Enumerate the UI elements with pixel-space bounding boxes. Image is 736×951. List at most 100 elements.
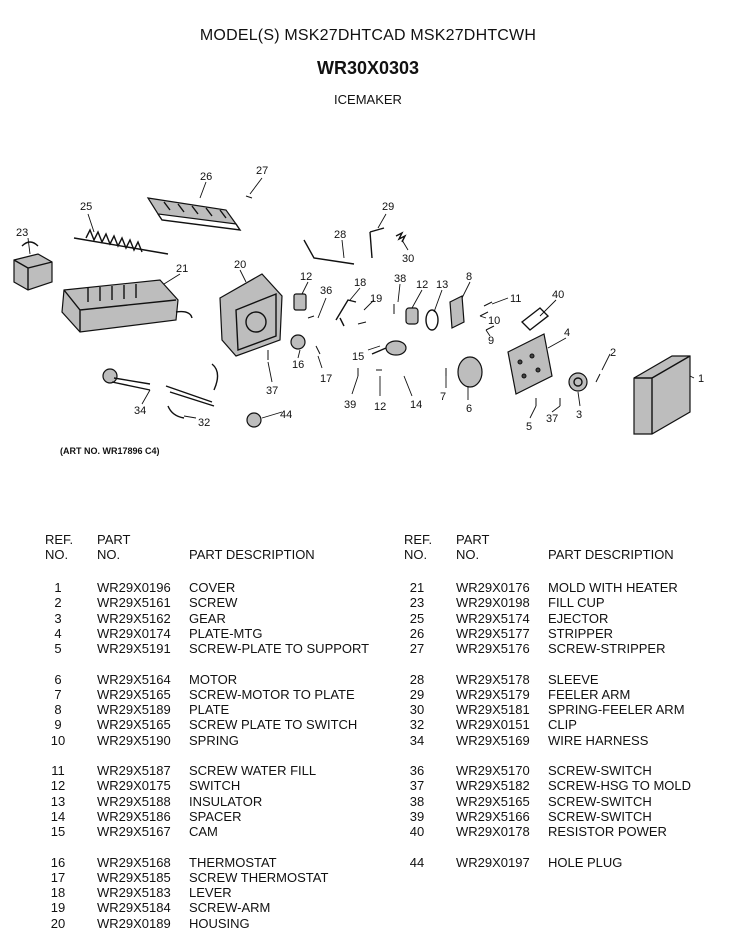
part-number: WR29X5190: [97, 732, 171, 748]
description-header: PART DESCRIPTION: [548, 547, 674, 562]
ref-number: 10: [50, 732, 66, 748]
part-sleeve: [303, 239, 355, 265]
part-number: WR29X5183: [97, 885, 171, 901]
ref-number: 27: [409, 641, 425, 657]
part-plate: [449, 295, 465, 329]
callout-12-c: 12: [374, 401, 386, 413]
callout-44: 44: [280, 409, 292, 421]
part-description: PLATE: [189, 702, 230, 718]
callout-28: 28: [334, 229, 346, 241]
description-header: PART DESCRIPTION: [189, 547, 315, 562]
part-description: SCREW WATER FILL: [189, 763, 317, 778]
ref-number: 11: [51, 763, 65, 778]
ref-number: 3: [54, 610, 62, 626]
part-description: SCREW-STRIPPER: [548, 641, 666, 657]
ref-header-line2: NO.: [404, 547, 428, 562]
ref-number: 28: [409, 671, 425, 687]
part-cover: [633, 355, 691, 435]
callout-13: 13: [436, 279, 448, 291]
part-resistor-power: [520, 307, 550, 331]
ref-number: 2: [54, 595, 62, 611]
callout-11: 11: [510, 293, 521, 305]
callout-36: 36: [320, 285, 332, 297]
callout-15: 15: [352, 351, 364, 363]
part-number: WR29X5165: [456, 793, 530, 809]
callout-20: 20: [234, 259, 246, 271]
callout-21: 21: [176, 263, 188, 275]
part-description: WIRE HARNESS: [548, 732, 649, 748]
part-number: WR29X5187: [97, 763, 171, 778]
ref-number: 34: [409, 732, 425, 748]
part-description: SCREW-MOTOR TO PLATE: [189, 686, 355, 702]
part-description: MOLD WITH HEATER: [548, 580, 678, 595]
callout-12-a: 12: [300, 271, 312, 283]
part-number: WR29X5162: [97, 610, 171, 626]
part-header-line1: PART: [97, 532, 131, 547]
part-description: SWITCH: [189, 778, 241, 794]
part-number: WR29X0175: [97, 778, 171, 794]
part-number: WR29X5178: [456, 671, 530, 687]
part-number: WR29X5165: [97, 717, 171, 733]
part-ejector: [73, 228, 169, 255]
part-number: WR29X0197: [456, 854, 530, 870]
part-number: WR29X0151: [456, 717, 530, 733]
part-description: HOUSING: [189, 915, 250, 931]
ref-number: 29: [409, 686, 425, 702]
callout-40: 40: [552, 289, 564, 301]
part-description: SCREW-SWITCH: [548, 763, 652, 778]
part-number: WR29X5170: [456, 763, 530, 778]
callout-25: 25: [80, 201, 92, 213]
ref-number: 39: [409, 808, 425, 824]
callout-26: 26: [200, 171, 212, 183]
ref-number: 14: [50, 808, 66, 824]
ref-number: 21: [409, 580, 425, 595]
callout-37-a: 37: [266, 385, 278, 397]
part-description: HOLE PLUG: [548, 854, 623, 870]
part-number: WR29X5182: [456, 778, 530, 794]
callout-8: 8: [466, 271, 472, 283]
part-spring-feeler-arm: [395, 231, 407, 243]
ref-number: 6: [54, 671, 62, 687]
ref-header-line1: REF.: [45, 532, 74, 547]
part-number: WR29X5191: [97, 641, 171, 657]
part-number: WR29X5169: [456, 732, 530, 748]
part-header-line2: NO.: [456, 547, 480, 562]
callout-1: 1: [698, 373, 704, 385]
part-thermostat: [290, 334, 306, 350]
part-number: WR29X0174: [97, 625, 171, 641]
ref-number: 15: [50, 824, 66, 840]
part-feeler-arm: [369, 227, 385, 259]
callout-17: 17: [320, 373, 332, 385]
part-description: GEAR: [189, 610, 226, 626]
callout-9: 9: [488, 335, 494, 347]
part-cam: [371, 340, 407, 356]
part-number: WR29X0196: [97, 580, 171, 595]
part-number: WR29X5168: [97, 854, 171, 870]
ref-number: 9: [54, 717, 62, 733]
ref-number: 32: [409, 717, 425, 733]
part-description: STRIPPER: [548, 625, 614, 641]
part-motor: [457, 356, 483, 388]
part-description: PLATE-MTG: [189, 625, 263, 641]
part-number: WR29X0189: [97, 915, 171, 931]
callout-12-b: 12: [416, 279, 428, 291]
callout-18: 18: [354, 277, 366, 289]
part-description: SCREW PLATE TO SWITCH: [189, 717, 358, 733]
part-description: SPRING: [189, 732, 239, 748]
part-number: WR29X5179: [456, 686, 530, 702]
part-description: COVER: [189, 580, 236, 595]
section-title: ICEMAKER: [334, 92, 402, 107]
part-description: SPRING-FEELER ARM: [548, 702, 685, 718]
part-number: WR29X5165: [97, 686, 171, 702]
callout-14: 14: [410, 399, 422, 411]
part-header-line1: PART: [456, 532, 490, 547]
callout-32: 32: [198, 417, 210, 429]
part-stripper: [146, 197, 242, 231]
part-wire-harness: [102, 363, 219, 407]
part-description: SLEEVE: [548, 671, 599, 687]
callout-16: 16: [292, 359, 304, 371]
part-description: FEELER ARM: [548, 686, 631, 702]
callout-10: 10: [488, 315, 500, 327]
part-description: EJECTOR: [548, 610, 609, 626]
art-number: (ART NO. WR17896 C4): [60, 446, 160, 456]
